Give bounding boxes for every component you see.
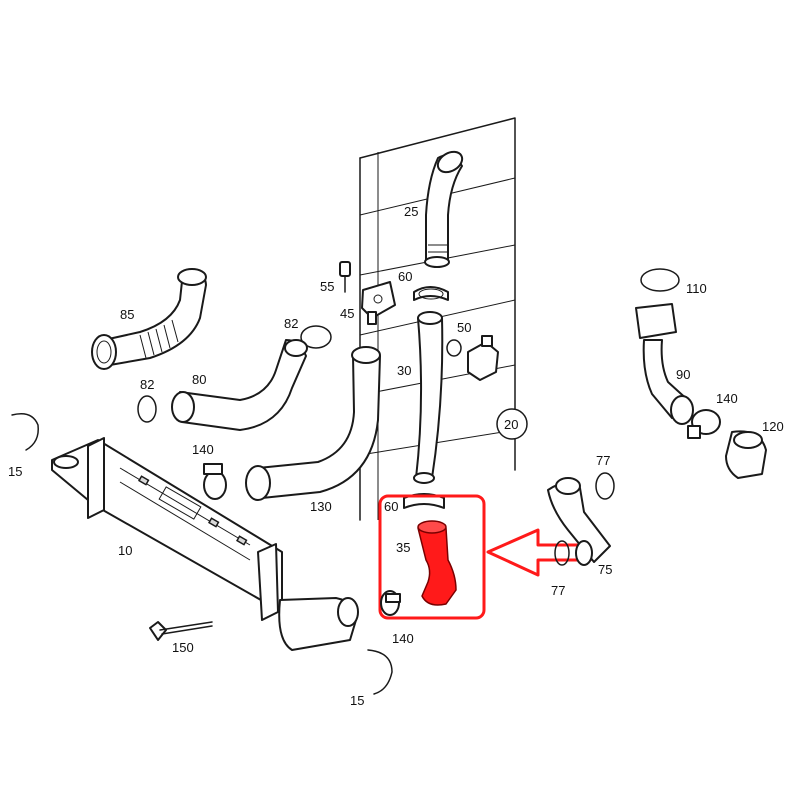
hose-35-highlighted <box>417 520 457 606</box>
clamp-140-bottom <box>380 590 401 616</box>
callout-circle-20 <box>496 408 528 440</box>
clamp-60-top <box>413 286 449 301</box>
callout-50: 50 <box>457 320 471 335</box>
o-ring-77-top <box>595 472 615 500</box>
callout-30: 30 <box>397 363 411 378</box>
callout-140-right: 140 <box>716 391 738 406</box>
o-ring-110 <box>640 268 680 292</box>
callout-10: 10 <box>118 543 132 558</box>
hose-85 <box>91 268 207 370</box>
callout-120: 120 <box>762 419 784 434</box>
pipe-30 <box>413 311 444 484</box>
o-ring-82-top <box>300 325 332 349</box>
callout-77-top: 77 <box>596 453 610 468</box>
ring-50 <box>446 339 462 357</box>
callout-80: 80 <box>192 372 206 387</box>
callout-75: 75 <box>598 562 612 577</box>
sensor-50 <box>467 335 499 381</box>
hose-130 <box>245 346 381 501</box>
callout-60-top: 60 <box>398 269 412 284</box>
callout-82-top: 82 <box>284 316 298 331</box>
callout-150: 150 <box>172 640 194 655</box>
callout-55: 55 <box>320 279 334 294</box>
hook-15-bottom <box>367 649 393 695</box>
callout-20: 20 <box>504 417 518 432</box>
bolt-55 <box>339 261 351 293</box>
callout-45: 45 <box>340 306 354 321</box>
callout-35: 35 <box>396 540 410 555</box>
callout-77-bottom: 77 <box>551 583 565 598</box>
callout-90: 90 <box>676 367 690 382</box>
callout-15-top: 15 <box>8 464 22 479</box>
callout-85: 85 <box>120 307 134 322</box>
clamp-140-right <box>687 409 721 439</box>
hose-80 <box>171 339 308 431</box>
hose-75 <box>547 477 611 566</box>
hose-90 <box>635 303 694 425</box>
highlight-box <box>378 494 486 620</box>
callout-140-bottom: 140 <box>392 631 414 646</box>
intercooler-10 <box>51 437 359 651</box>
o-ring-77-bottom <box>554 540 570 566</box>
hose-25 <box>424 150 464 268</box>
elbow-120 <box>725 430 767 479</box>
callout-140-left: 140 <box>192 442 214 457</box>
bolt-150 <box>149 621 213 641</box>
callout-60-mid: 60 <box>384 499 398 514</box>
callout-110: 110 <box>686 281 707 296</box>
o-ring-82-left <box>137 395 157 423</box>
clamp-140-left <box>203 463 227 500</box>
callout-82-left: 82 <box>140 377 154 392</box>
callout-25: 25 <box>404 204 418 219</box>
bracket-45 <box>361 281 396 325</box>
callout-130: 130 <box>310 499 332 514</box>
callout-15-bottom: 15 <box>350 693 364 708</box>
hook-15-top <box>11 413 39 451</box>
